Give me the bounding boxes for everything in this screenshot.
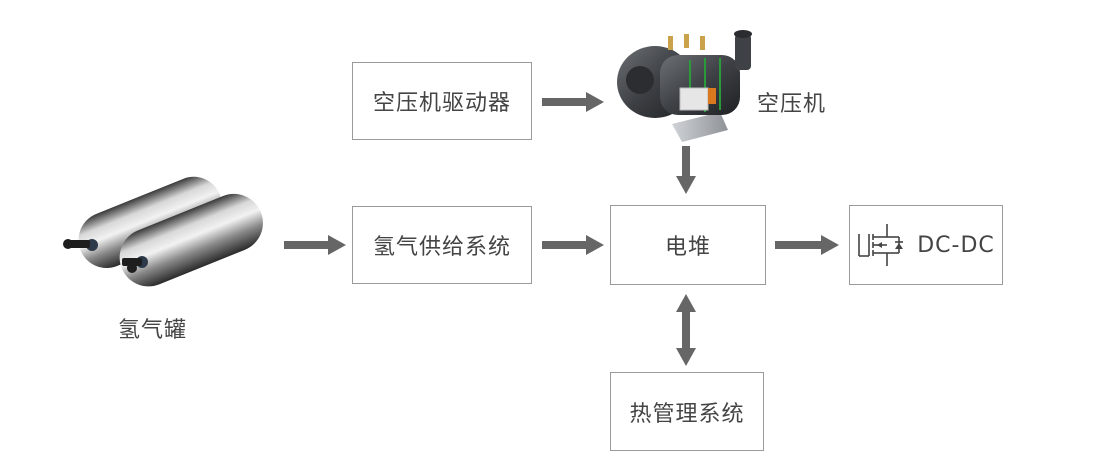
arrow-stack-thermal-bidirectional <box>676 294 696 366</box>
fuel-cell-stack-label: 电堆 <box>664 235 711 260</box>
arrow-stack-to-dcdc <box>775 235 839 255</box>
dcdc-label: DC-DC <box>917 232 995 258</box>
compressor-label: 空压机 <box>757 92 827 117</box>
mosfet-icon <box>858 224 904 266</box>
arrow-tank-to-supply <box>284 235 346 255</box>
connection-arrows <box>284 92 839 366</box>
fuel-cell-stack-box: 电堆 <box>610 205 766 285</box>
hydrogen-supply-box: 氢气供给系统 <box>352 206 532 284</box>
air-compressor-icon <box>617 30 752 142</box>
arrow-driver-to-compressor <box>542 92 604 112</box>
compressor-driver-box: 空压机驱动器 <box>352 62 532 140</box>
hydrogen-tank-icon <box>63 176 263 287</box>
dcdc-box: DC-DC <box>849 205 1003 285</box>
thermal-management-box: 热管理系统 <box>610 372 764 451</box>
thermal-management-label: 热管理系统 <box>629 401 745 427</box>
compressor-driver-label: 空压机驱动器 <box>372 91 511 116</box>
hydrogen-tank-label: 氢气罐 <box>118 318 188 343</box>
arrow-compressor-to-stack <box>676 146 696 194</box>
hydrogen-supply-label: 氢气供给系统 <box>372 235 511 260</box>
arrow-supply-to-stack <box>542 235 604 255</box>
